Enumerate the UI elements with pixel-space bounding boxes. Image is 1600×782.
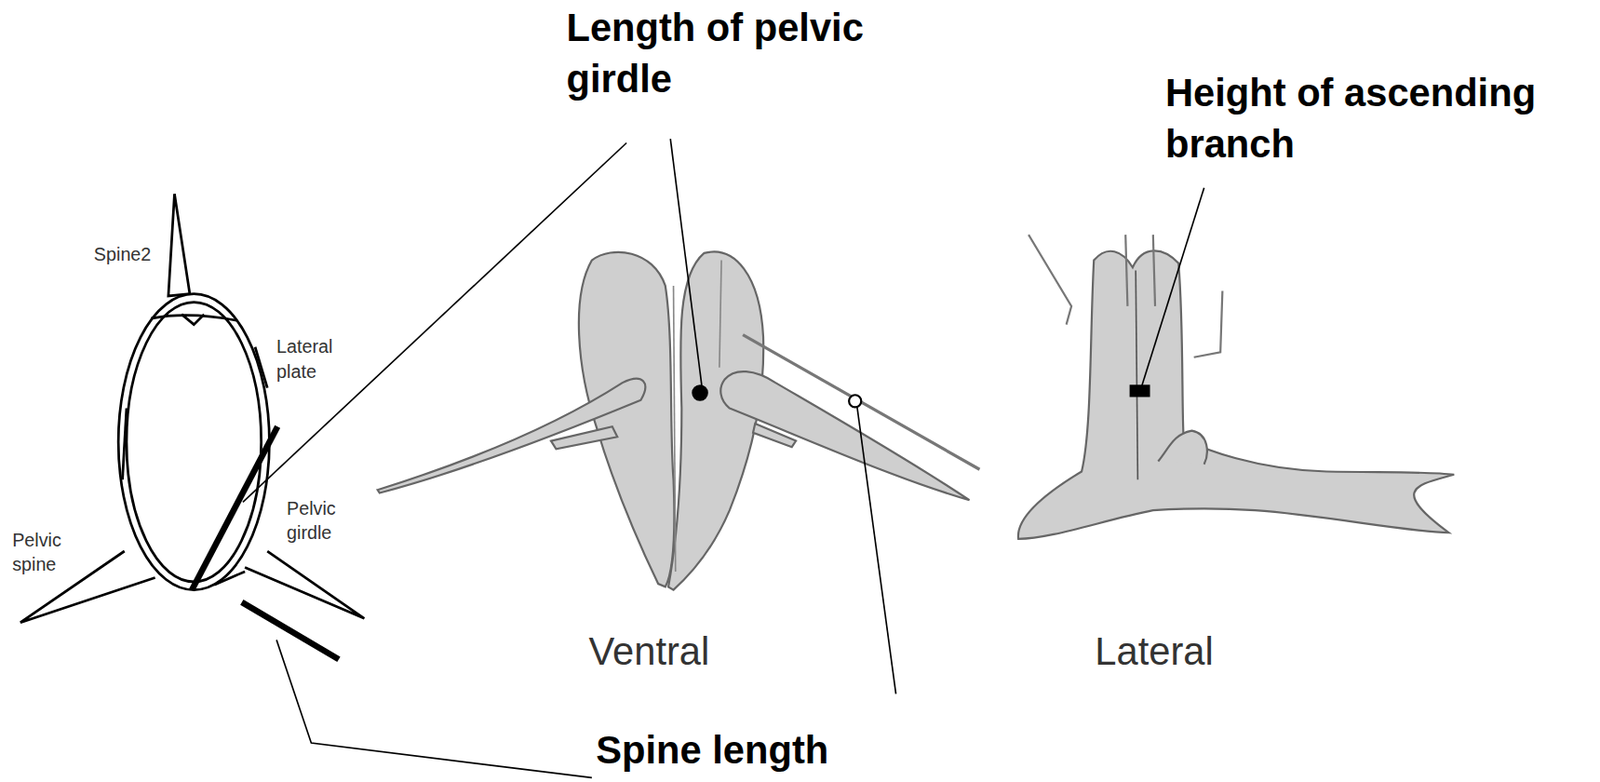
view-label: Ventral bbox=[589, 628, 753, 673]
measure-label: Height of ascending branch bbox=[1165, 67, 1594, 170]
measure-label: Spine length bbox=[595, 724, 902, 776]
view-label: Lateral bbox=[1094, 628, 1258, 673]
part-label: Pelvic girdle bbox=[286, 496, 359, 546]
ventral-view bbox=[377, 251, 981, 590]
part-label: Spine2 bbox=[94, 242, 176, 267]
measure-label: Length of pelvic girdle bbox=[565, 1, 924, 105]
cross-section bbox=[20, 193, 364, 659]
part-label: Pelvic spine bbox=[12, 527, 84, 578]
part-label: Lateral plate bbox=[276, 335, 352, 385]
lateral-view bbox=[1018, 234, 1454, 539]
leader-lines bbox=[242, 138, 1205, 778]
